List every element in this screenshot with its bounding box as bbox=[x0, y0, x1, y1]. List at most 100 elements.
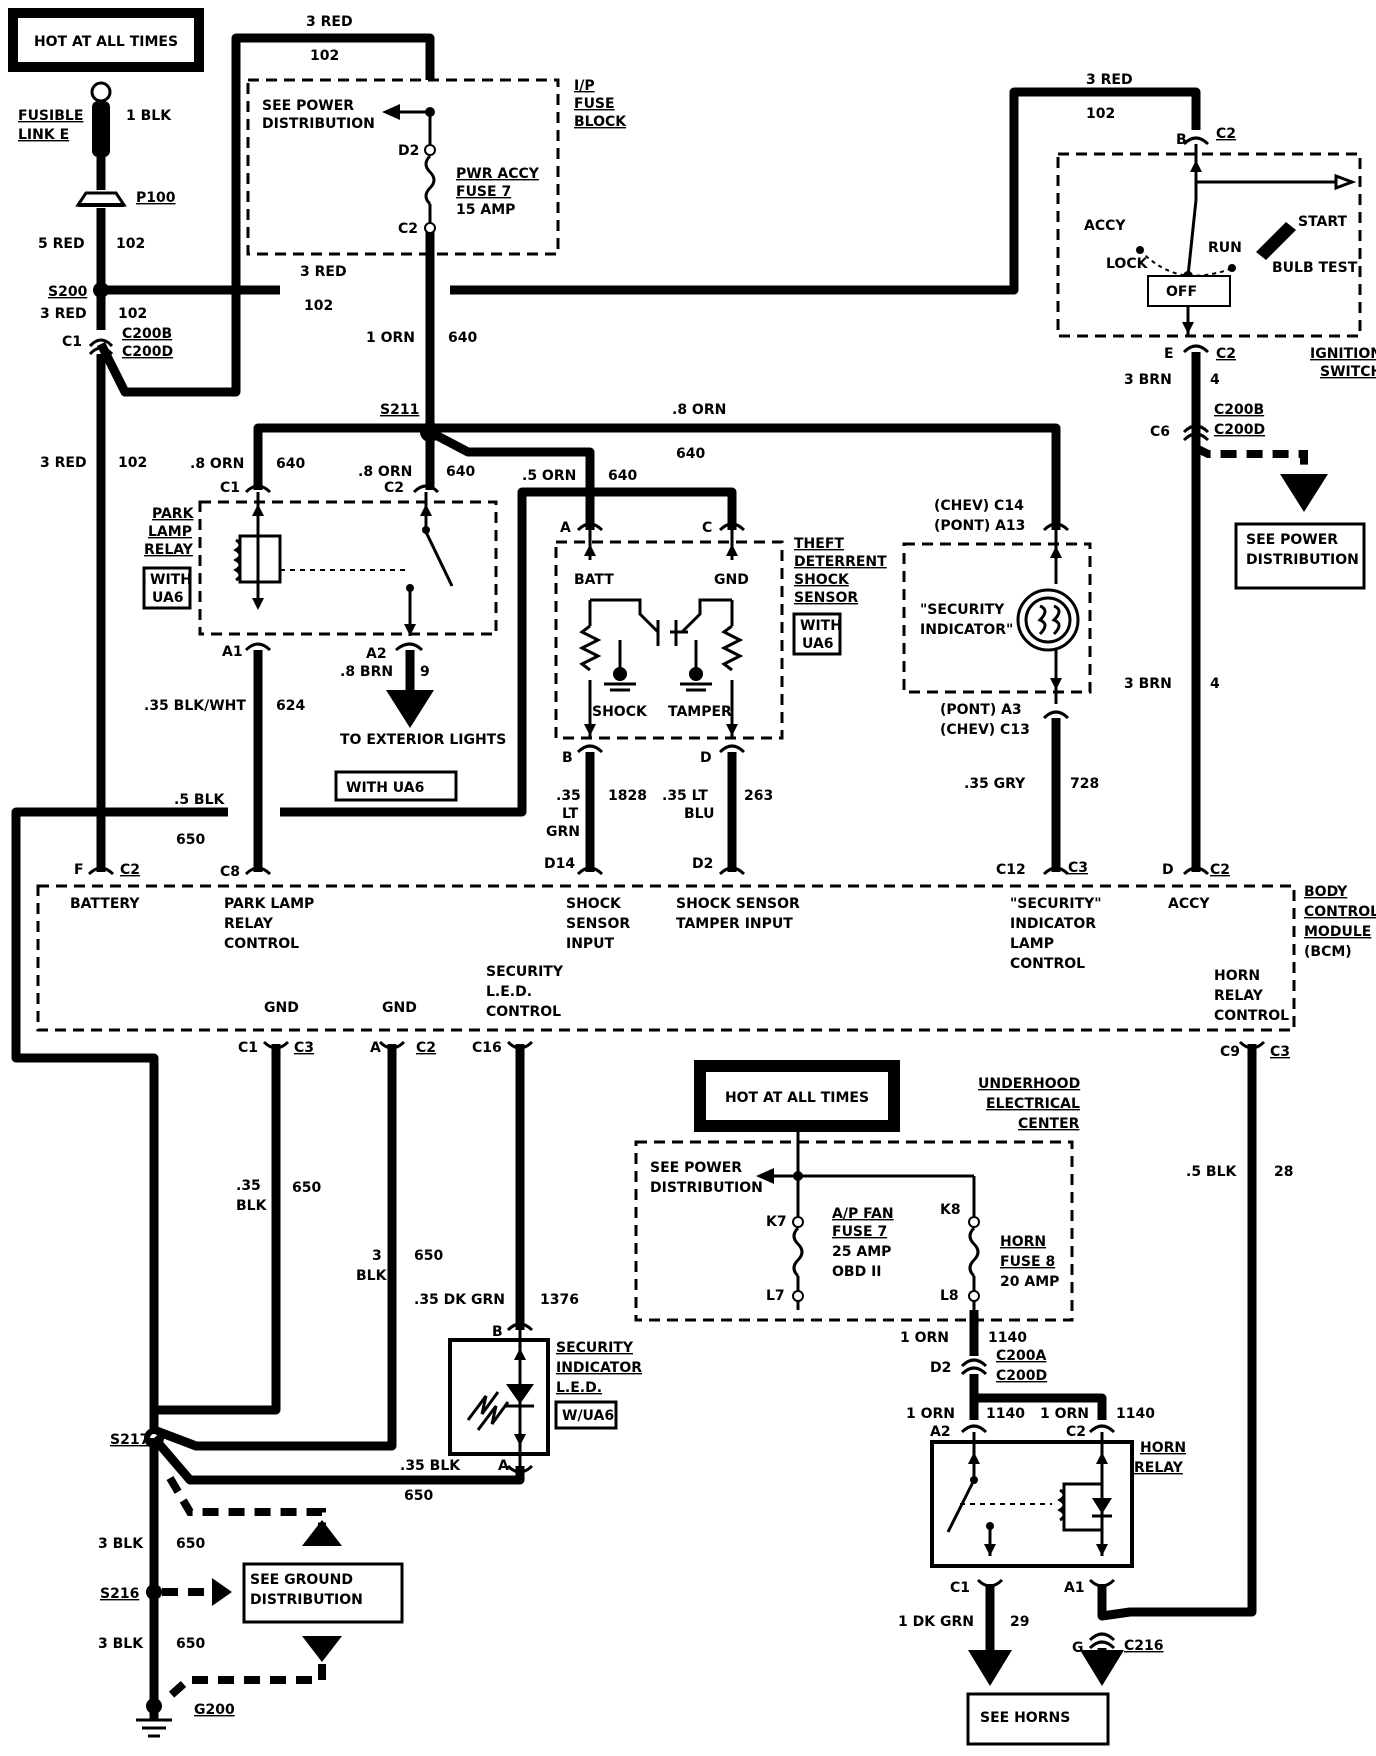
svg-text:SEE POWER: SEE POWER bbox=[1246, 532, 1338, 548]
svg-text:15 AMP: 15 AMP bbox=[456, 202, 515, 218]
svg-text:BLK: BLK bbox=[356, 1268, 388, 1284]
svg-text:L8: L8 bbox=[940, 1288, 959, 1304]
fusible-link-e: FUSIBLE LINK E 1 BLK bbox=[18, 81, 172, 157]
svg-text:(PONT) A13: (PONT) A13 bbox=[934, 518, 1025, 534]
svg-text:CONTROL: CONTROL bbox=[1304, 904, 1376, 920]
svg-text:L7: L7 bbox=[766, 1288, 785, 1304]
svg-text:GND: GND bbox=[264, 1000, 299, 1016]
svg-text:S200: S200 bbox=[48, 284, 88, 300]
svg-text:WITH: WITH bbox=[800, 618, 842, 634]
svg-text:FUSE 7: FUSE 7 bbox=[832, 1224, 887, 1240]
svg-text:29: 29 bbox=[1010, 1614, 1029, 1630]
svg-text:263: 263 bbox=[744, 788, 773, 804]
svg-text:C200B: C200B bbox=[122, 326, 172, 342]
ignition-switch: B C2 ACCY LOCK RUN START BULB TEST OFF E… bbox=[1056, 126, 1376, 380]
svg-text:CONTROL: CONTROL bbox=[486, 1004, 561, 1020]
svg-text:102: 102 bbox=[118, 455, 147, 471]
svg-text:640: 640 bbox=[608, 468, 637, 484]
svg-text:C2: C2 bbox=[1216, 126, 1236, 142]
svg-text:C200B: C200B bbox=[1214, 402, 1264, 418]
svg-text:C1: C1 bbox=[238, 1040, 258, 1056]
svg-text:650: 650 bbox=[176, 832, 205, 848]
hot-at-all-times-box-top: HOT AT ALL TIMES bbox=[8, 8, 204, 72]
svg-text:C200D: C200D bbox=[122, 344, 173, 360]
svg-text:WITH UA6: WITH UA6 bbox=[346, 780, 424, 796]
svg-text:3 RED: 3 RED bbox=[300, 264, 347, 280]
svg-text:3 BRN: 3 BRN bbox=[1124, 372, 1172, 388]
svg-text:C2: C2 bbox=[416, 1040, 436, 1056]
svg-text:HORN: HORN bbox=[1000, 1234, 1046, 1250]
svg-text:ACCY: ACCY bbox=[1084, 218, 1126, 234]
svg-text:C2: C2 bbox=[1210, 862, 1230, 878]
svg-text:TAMPER: TAMPER bbox=[668, 704, 732, 720]
svg-text:SWITCH: SWITCH bbox=[1320, 364, 1376, 380]
svg-text:BLK: BLK bbox=[236, 1198, 268, 1214]
svg-text:SECURITY: SECURITY bbox=[556, 1340, 634, 1356]
svg-text:.5 ORN: .5 ORN bbox=[522, 468, 576, 484]
svg-text:D2: D2 bbox=[398, 143, 419, 159]
svg-text:DETERRENT: DETERRENT bbox=[794, 554, 887, 570]
svg-text:D14: D14 bbox=[544, 856, 575, 872]
svg-text:1 DK GRN: 1 DK GRN bbox=[898, 1614, 974, 1630]
svg-text:E: E bbox=[1164, 346, 1174, 362]
svg-text:INDICATOR": INDICATOR" bbox=[920, 622, 1013, 638]
svg-text:LINK E: LINK E bbox=[18, 127, 69, 143]
svg-text:SHOCK: SHOCK bbox=[566, 896, 622, 912]
svg-text:.5 BLK: .5 BLK bbox=[174, 792, 226, 808]
svg-text:SEE POWER: SEE POWER bbox=[650, 1160, 742, 1176]
svg-text:D: D bbox=[700, 750, 712, 766]
svg-text:G200: G200 bbox=[194, 1702, 235, 1718]
svg-text:3 RED: 3 RED bbox=[40, 455, 87, 471]
svg-text:C2: C2 bbox=[1216, 346, 1236, 362]
svg-text:1 ORN: 1 ORN bbox=[906, 1406, 955, 1422]
svg-text:P100: P100 bbox=[136, 190, 176, 206]
svg-text:.35 LT: .35 LT bbox=[662, 788, 708, 804]
svg-text:25 AMP: 25 AMP bbox=[832, 1244, 891, 1260]
svg-text:A: A bbox=[498, 1458, 509, 1474]
svg-text:1 ORN: 1 ORN bbox=[366, 330, 415, 346]
svg-text:START: START bbox=[1298, 214, 1348, 230]
svg-text:102: 102 bbox=[116, 236, 145, 252]
svg-text:650: 650 bbox=[176, 1636, 205, 1652]
svg-text:.35 BLK/WHT: .35 BLK/WHT bbox=[144, 698, 246, 714]
svg-text:"SECURITY: "SECURITY bbox=[920, 602, 1005, 618]
svg-text:C200D: C200D bbox=[996, 1368, 1047, 1384]
svg-text:OBD II: OBD II bbox=[832, 1264, 882, 1280]
svg-text:C200D: C200D bbox=[1214, 422, 1265, 438]
svg-text:3 BLK: 3 BLK bbox=[98, 1536, 144, 1552]
svg-text:BLOCK: BLOCK bbox=[574, 114, 627, 130]
svg-text:3 BLK: 3 BLK bbox=[98, 1636, 144, 1652]
svg-text:C3: C3 bbox=[1068, 860, 1088, 876]
svg-text:TO EXTERIOR LIGHTS: TO EXTERIOR LIGHTS bbox=[340, 732, 506, 748]
ground-g200: G200 bbox=[136, 1698, 235, 1738]
park-lamp-relay: PARK LAMP RELAY WITH UA6 C1 C2 A1 A2 bbox=[142, 480, 498, 662]
svg-text:CONTROL: CONTROL bbox=[1214, 1008, 1289, 1024]
svg-text:3 RED: 3 RED bbox=[40, 306, 87, 322]
svg-text:650: 650 bbox=[414, 1248, 443, 1264]
svg-text:SENSOR: SENSOR bbox=[566, 916, 630, 932]
arrow-see-power-right bbox=[1280, 474, 1328, 512]
splice-s216 bbox=[146, 1584, 162, 1600]
underhood-electrical-center: UNDERHOOD ELECTRICAL CENTER SEE POWER DI… bbox=[634, 1076, 1080, 1322]
svg-text:728: 728 bbox=[1070, 776, 1099, 792]
svg-text:C1: C1 bbox=[220, 480, 240, 496]
svg-text:THEFT: THEFT bbox=[794, 536, 844, 552]
svg-text:B: B bbox=[1176, 132, 1187, 148]
svg-text:K7: K7 bbox=[766, 1214, 787, 1230]
svg-text:G: G bbox=[1072, 1640, 1084, 1656]
svg-text:DISTRIBUTION: DISTRIBUTION bbox=[262, 116, 375, 132]
svg-text:TAMPER INPUT: TAMPER INPUT bbox=[676, 916, 793, 932]
svg-text:LOCK: LOCK bbox=[1106, 256, 1149, 272]
svg-text:640: 640 bbox=[446, 464, 475, 480]
svg-text:A: A bbox=[560, 520, 571, 536]
svg-text:.35: .35 bbox=[236, 1178, 261, 1194]
svg-text:C216: C216 bbox=[1124, 1638, 1164, 1654]
svg-text:RUN: RUN bbox=[1208, 240, 1242, 256]
svg-text:IGNITION: IGNITION bbox=[1310, 346, 1376, 362]
svg-text:ELECTRICAL: ELECTRICAL bbox=[986, 1096, 1080, 1112]
svg-text:HORN: HORN bbox=[1214, 968, 1260, 984]
svg-text:650: 650 bbox=[404, 1488, 433, 1504]
wire-label-1blk: 1 BLK bbox=[126, 108, 172, 124]
svg-text:1 ORN: 1 ORN bbox=[1040, 1406, 1089, 1422]
